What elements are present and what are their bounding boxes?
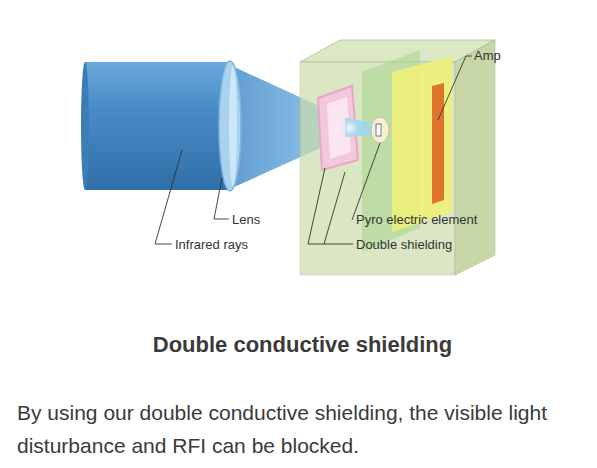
infrared-beam (81, 62, 230, 190)
shield-leader-1 (308, 168, 353, 244)
infrared-label: Infrared rays (175, 237, 248, 252)
lens-shape (219, 61, 241, 191)
sensor-housing (300, 40, 495, 275)
pyro-element (371, 117, 389, 143)
amp-leader (438, 56, 472, 120)
lens-leader (214, 178, 229, 219)
section-title: Double conductive shielding (153, 331, 452, 359)
amp-label: Amp (474, 48, 501, 63)
amp-chip (432, 83, 444, 204)
caption-text: By using our double conductive shielding… (17, 396, 587, 462)
pyro-label: Pyro electric element (356, 212, 477, 227)
amp-board (392, 56, 452, 232)
shield-label: Double shielding (356, 237, 452, 252)
sensor-illustration (0, 0, 597, 330)
infrared-leader (155, 150, 182, 244)
pyro-leader (352, 143, 380, 220)
lens-label: Lens (232, 212, 260, 227)
shield-leader-2 (324, 172, 345, 244)
